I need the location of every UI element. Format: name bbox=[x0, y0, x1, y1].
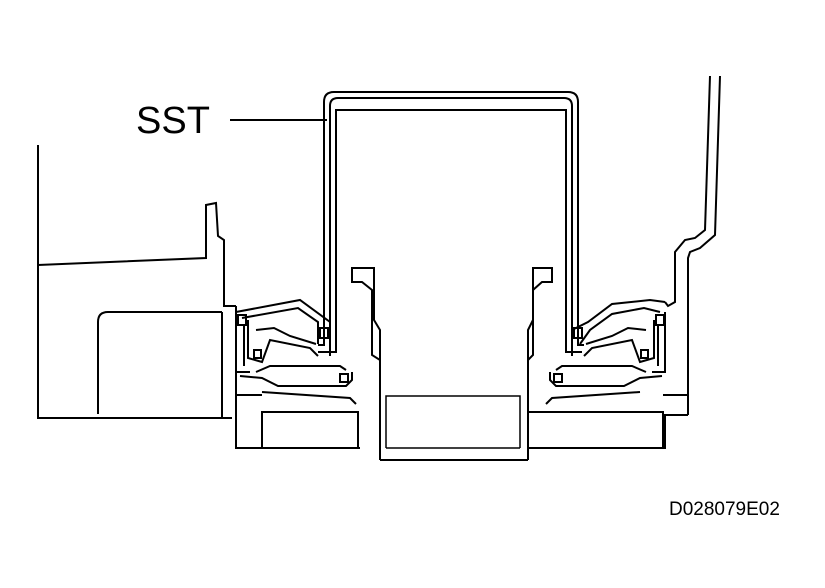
sst-callout-label: SST bbox=[136, 100, 210, 142]
left-seal bbox=[235, 298, 357, 405]
right-seal-lip-lower bbox=[640, 349, 649, 359]
left-housing bbox=[37, 145, 236, 419]
hub-shaft bbox=[351, 267, 553, 461]
left-seal-lip-shaft bbox=[339, 373, 349, 383]
right-seal-lip-inner bbox=[573, 327, 583, 339]
sst-tool bbox=[318, 91, 584, 353]
right-base bbox=[527, 394, 688, 448]
left-seal-lip-upper bbox=[237, 314, 247, 326]
right-housing bbox=[528, 75, 721, 449]
left-seal-lip-lower bbox=[253, 349, 262, 359]
right-seal-lip-upper bbox=[655, 314, 665, 326]
drawing-code: D028079E02 bbox=[669, 499, 780, 520]
right-seal-lip-shaft bbox=[553, 373, 563, 383]
right-seal bbox=[545, 298, 666, 405]
left-seal-lip-inner bbox=[319, 327, 329, 339]
